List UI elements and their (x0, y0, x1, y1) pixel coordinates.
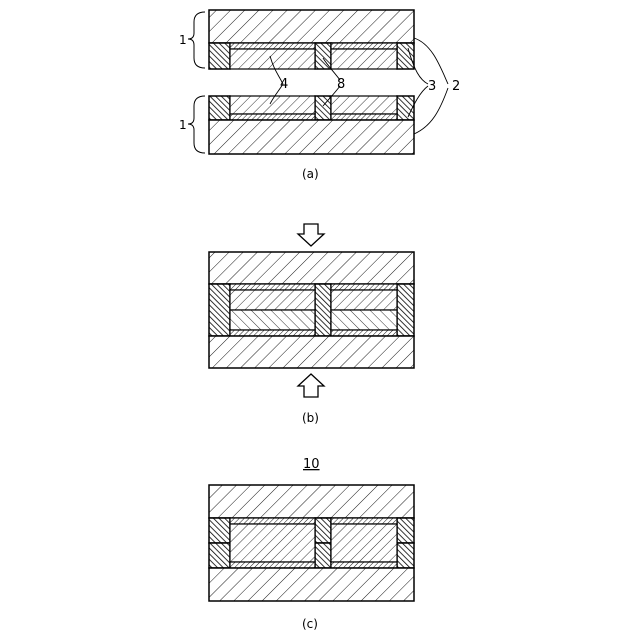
c-left-pillar-lower (209, 543, 230, 568)
lower-thin-layer-left (230, 114, 315, 120)
c-top-plate (209, 485, 414, 518)
upper-left-pillar (209, 43, 230, 69)
label-3: 3 (428, 79, 436, 94)
c-right-pillar-lower (397, 543, 414, 568)
b-bottom-plate (209, 336, 414, 368)
arrow-up-icon (298, 374, 324, 397)
label-2: 2 (452, 79, 460, 94)
c-body-right (331, 524, 397, 562)
lower-body-right (331, 96, 397, 114)
panel-b: (b) (209, 224, 414, 425)
c-center-pillar-upper (315, 518, 331, 543)
upper-body-right (331, 49, 397, 69)
c-bottom-plate (209, 568, 414, 601)
panel-c: 10 (c) (209, 457, 414, 631)
c-center-pillar-lower (315, 543, 331, 568)
c-body-left (230, 524, 315, 562)
caption-a: (a) (302, 167, 319, 181)
label-4: 4 (280, 77, 288, 92)
panel-a: 1 1 4 8 3 2 (a) (179, 10, 460, 181)
c-thin-bottom-left (230, 562, 315, 568)
b-body-lower-right (331, 310, 397, 330)
lower-base-plate (209, 120, 414, 154)
lower-thin-layer-right (331, 114, 397, 120)
b-thin-top-left (230, 284, 315, 290)
caption-c: (c) (302, 617, 318, 631)
b-left-pillar (209, 284, 230, 336)
upper-member (209, 10, 414, 69)
b-top-plate (209, 252, 414, 284)
b-center-pillar (315, 284, 331, 336)
leader-2b (414, 88, 448, 134)
brace-upper (188, 12, 205, 68)
b-right-pillar (397, 284, 414, 336)
b-thin-top-right (331, 284, 397, 290)
brace-lower (188, 96, 205, 153)
b-thin-bottom-right (331, 330, 397, 336)
caption-b: (b) (302, 411, 319, 425)
label-1-lower: 1 (179, 118, 187, 132)
b-body-lower-left (230, 310, 315, 330)
lower-member (209, 96, 414, 154)
lower-right-pillar (397, 96, 414, 120)
arrow-down-icon (298, 224, 324, 246)
c-left-pillar-upper (209, 518, 230, 543)
upper-thin-layer-right (331, 43, 397, 49)
b-thin-bottom-left (230, 330, 315, 336)
upper-right-pillar (397, 43, 414, 69)
b-body-upper-right (331, 290, 397, 310)
upper-body-left (230, 49, 315, 69)
c-thin-top-left (230, 518, 315, 524)
c-thin-bottom-right (331, 562, 397, 568)
label-8: 8 (337, 77, 345, 92)
upper-thin-layer-left (230, 43, 315, 49)
b-body-upper-left (230, 290, 315, 310)
c-right-pillar-upper (397, 518, 414, 543)
lower-left-pillar (209, 96, 230, 120)
product-label-10: 10 (303, 457, 320, 472)
leader-2 (414, 38, 448, 84)
upper-base-plate (209, 10, 414, 43)
label-1-upper: 1 (179, 33, 187, 47)
c-thin-top-right (331, 518, 397, 524)
